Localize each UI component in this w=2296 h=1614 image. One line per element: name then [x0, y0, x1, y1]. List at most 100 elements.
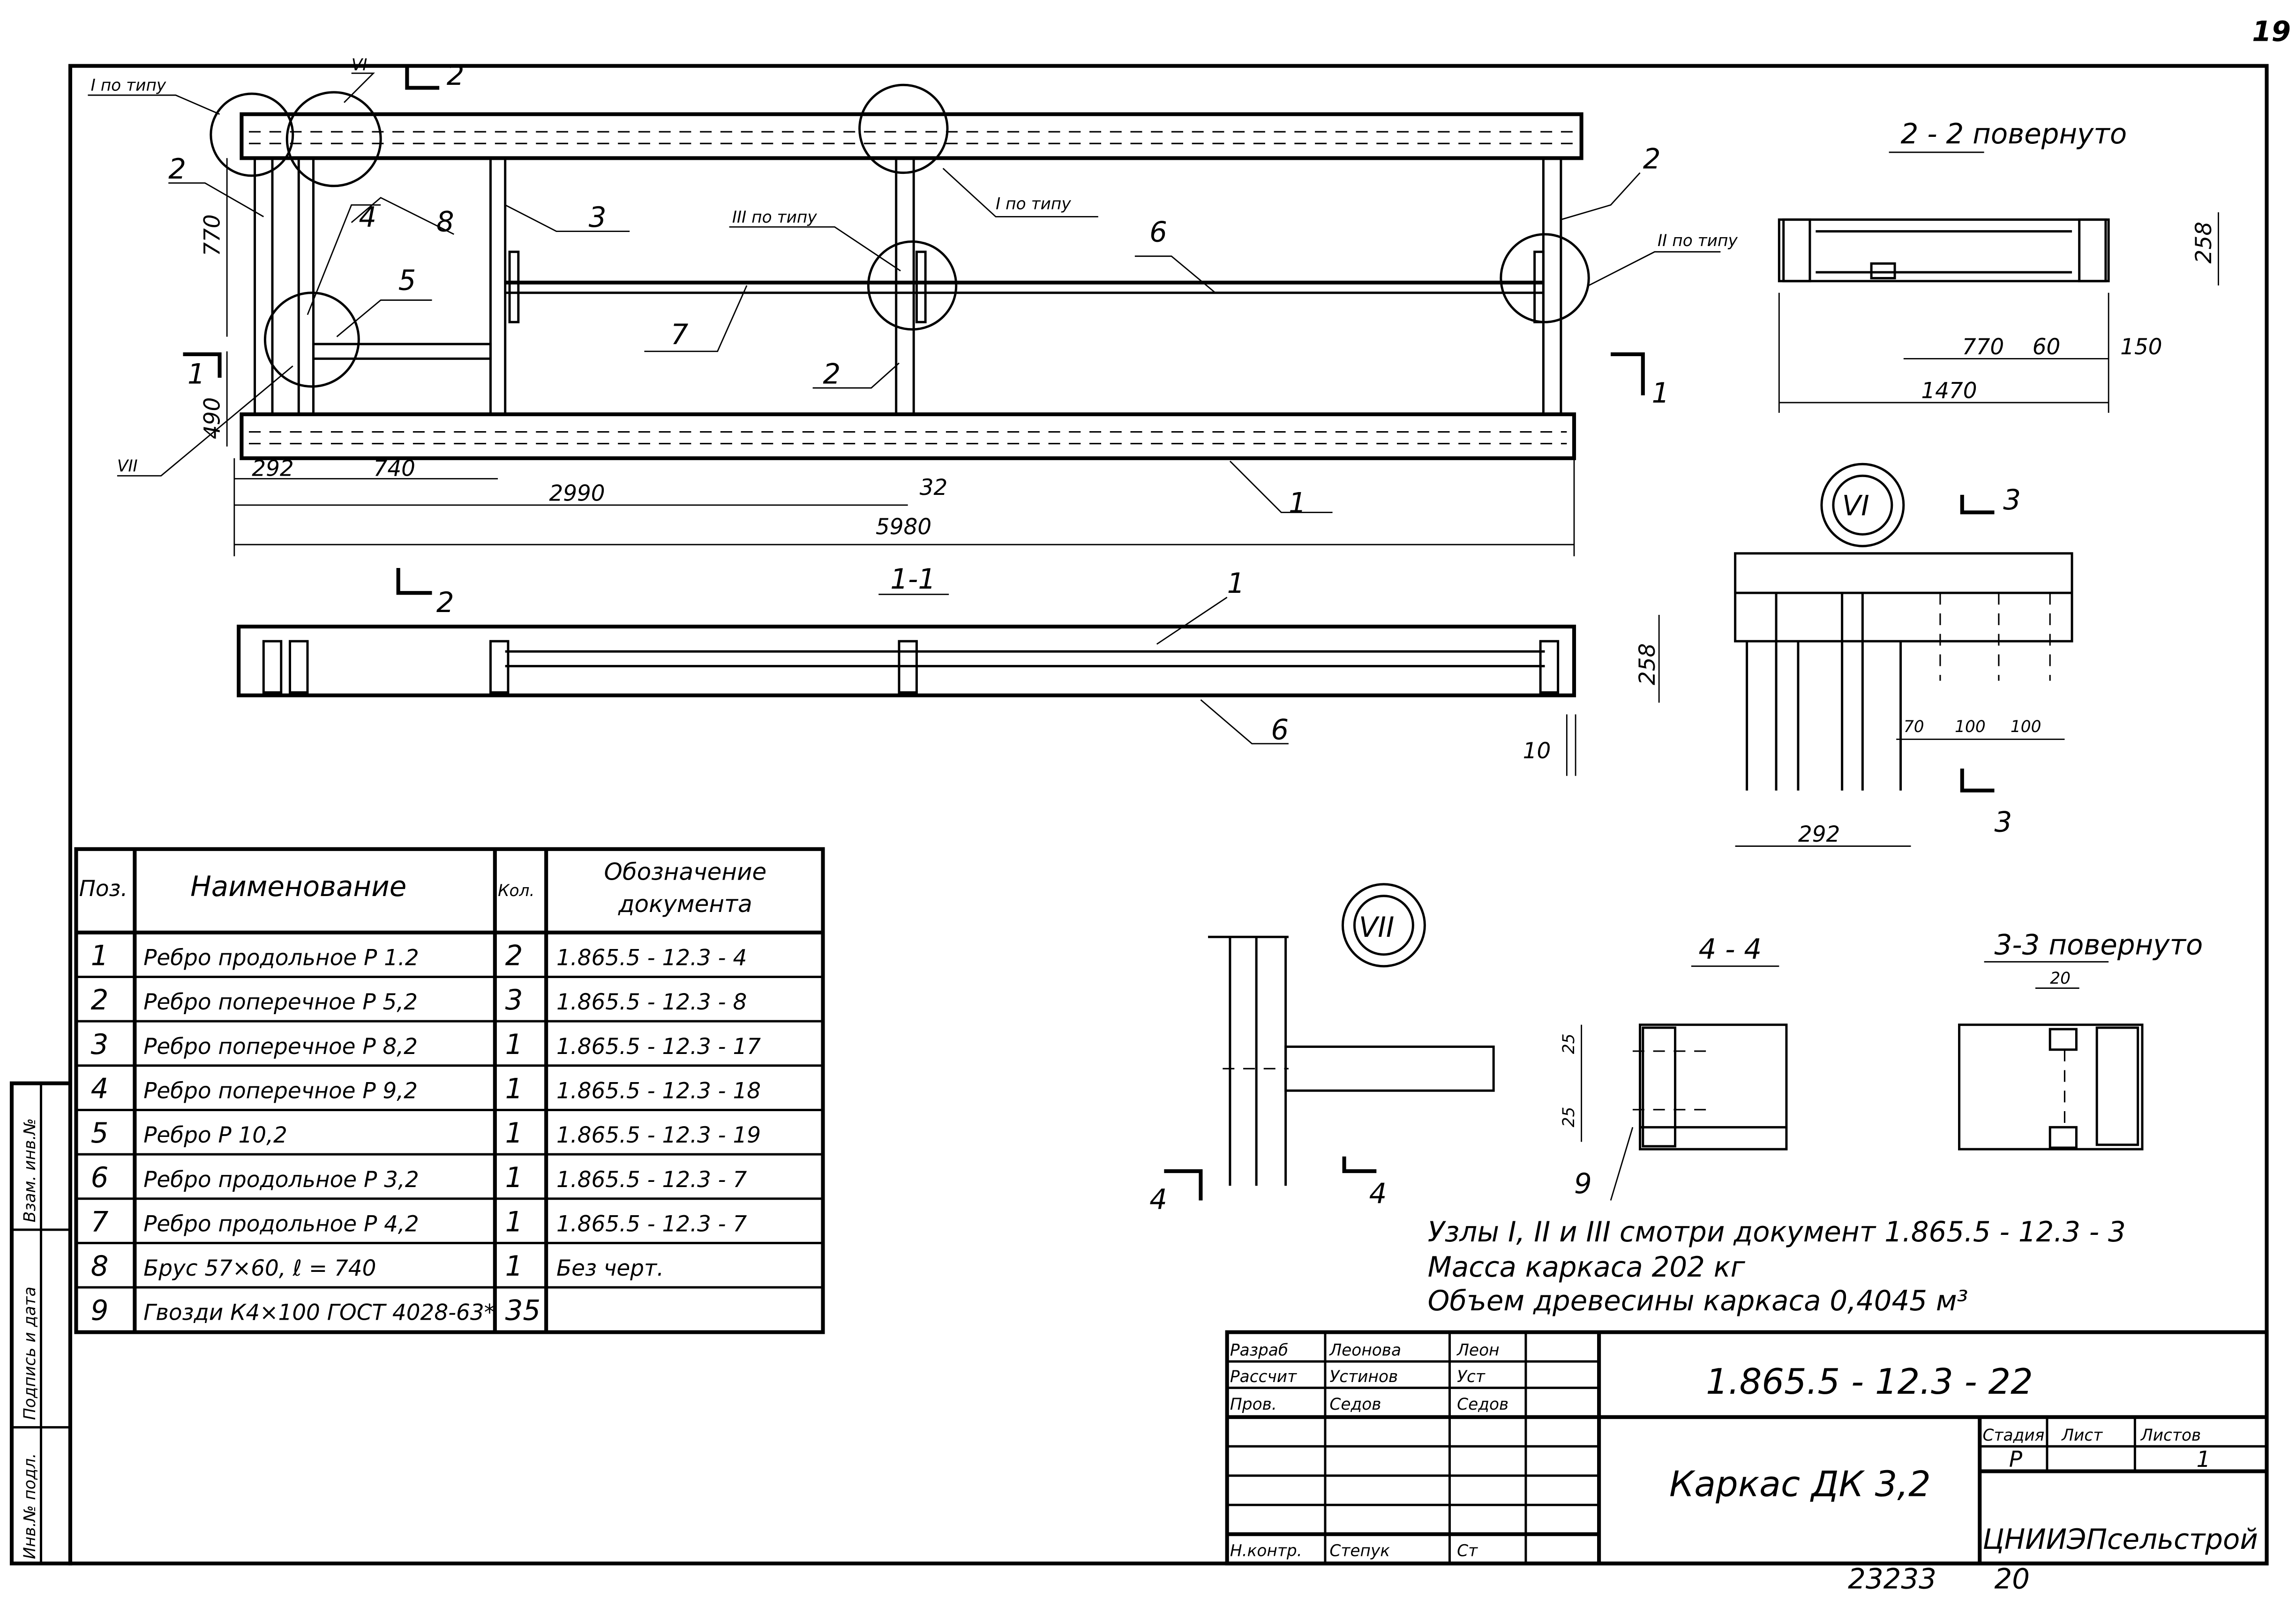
page-number: 19 — [2252, 15, 2291, 48]
pos-2c: 2 — [823, 358, 841, 390]
node-VI-mark3-bottom: 3 — [1995, 806, 2012, 838]
table-cell-qty: 1 — [505, 1117, 523, 1149]
note-mass: Масса каркаса 202 кг — [1428, 1251, 1746, 1283]
table-cell-name: Брус 57×60, ℓ = 740 — [143, 1256, 376, 1281]
signature-developer: Леон — [1456, 1341, 1499, 1360]
dim-770: 770 — [200, 214, 225, 256]
table-header-doc: Обозначение документа — [604, 858, 767, 918]
role-developer: Разраб — [1230, 1341, 1288, 1360]
section-3-3-dim20: 20 — [2050, 969, 2071, 988]
node-label-VI: VI — [352, 56, 368, 75]
table-cell-pos: 4 — [91, 1072, 109, 1105]
pos-6: 6 — [1149, 216, 1167, 248]
pos-1: 1 — [1289, 486, 1306, 519]
section-1-1-dim10: 10 — [1523, 739, 1551, 764]
section-4-4-dim25a: 25 — [1560, 1033, 1578, 1054]
table-cell-qty: 2 — [505, 940, 523, 972]
table-cell-name: Ребро поперечное Р 5,2 — [143, 990, 418, 1015]
note-volume: Объем древесины каркаса 0,4045 м³ — [1428, 1285, 1968, 1317]
title-block: Разраб Леонова Леон Рассчит Устинов Уст … — [1225, 1330, 2269, 1566]
section-1-1-title: 1-1 — [890, 563, 936, 595]
section-1-1: 1-1 1 6 258 10 — [237, 563, 1660, 776]
pos-5: 5 — [398, 264, 416, 297]
section-2-2: 2 - 2 повернуто 258 770 60 150 1470 — [1778, 118, 2219, 413]
table-cell-name: Гвозди К4×100 ГОСТ 4028-63* — [143, 1300, 495, 1326]
node-VII-title: VII — [1359, 911, 1395, 943]
table-cell-doc: 1.865.5 - 12.3 - 7 — [556, 1211, 747, 1237]
node-VII-mark4a: 4 — [1149, 1183, 1167, 1216]
dim-5980: 5980 — [876, 515, 931, 540]
table-cell-qty: 1 — [505, 1072, 523, 1105]
table-cell-qty: 3 — [505, 984, 523, 1016]
section-2-2-title: 2 - 2 повернуто — [1901, 118, 2127, 150]
table-cell-name: Ребро Р 10,2 — [143, 1123, 287, 1148]
inventory-number: 23233 — [1848, 1562, 1936, 1595]
section-2-2-dim770: 770 — [1962, 335, 2004, 360]
side-stamp: Инв.№ подл. Подпись и дата Взам. инв.№ — [9, 1081, 72, 1566]
section-2-2-dim150: 150 — [2120, 335, 2162, 360]
node-VI-dim70: 70 — [1904, 717, 1924, 736]
plan-view: I по типу VI I по типу III по типу II по… — [88, 56, 1738, 619]
node-VI-detail: VI 3 3 70 100 100 292 — [1734, 463, 2073, 847]
dim-490: 490 — [200, 397, 225, 439]
specification-table: Поз. Наименование Кол. Обозначение докум… — [74, 847, 825, 1334]
pos-7: 7 — [671, 318, 689, 351]
stamp-inv-original: Инв.№ подл. — [21, 1453, 39, 1559]
table-cell-doc: 1.865.5 - 12.3 - 18 — [556, 1078, 761, 1104]
node-label-I-type-b: I по типу — [996, 195, 1071, 214]
table-header-qty: Кол. — [498, 882, 534, 900]
section-2-2-dim258: 258 — [2191, 222, 2217, 263]
section-4-4: 4 - 4 25 25 9 — [1560, 933, 1788, 1201]
node-VI-title: VI — [1842, 490, 1869, 522]
name-calculated: Устинов — [1329, 1367, 1398, 1386]
dim-2990: 2990 — [549, 481, 605, 506]
table-cell-pos: 5 — [91, 1117, 109, 1149]
pos-2b: 2 — [1643, 142, 1661, 175]
name-norm-control: Степук — [1329, 1542, 1390, 1561]
dim-740: 740 — [374, 456, 415, 481]
table-cell-pos: 7 — [91, 1205, 109, 1238]
signature-checked: Седов — [1457, 1395, 1508, 1414]
drawing-title: Каркас ДК 3,2 — [1669, 1463, 1931, 1504]
role-calculated: Рассчит — [1230, 1367, 1297, 1386]
table-cell-name: Ребро поперечное Р 8,2 — [143, 1034, 418, 1060]
pos-4: 4 — [359, 201, 376, 233]
table-cell-doc: 1.865.5 - 12.3 - 4 — [556, 946, 747, 971]
role-checked: Пров. — [1230, 1395, 1277, 1414]
section-3-3: 3-3 повернуто 20 — [1958, 929, 2203, 1151]
table-cell-pos: 2 — [91, 984, 109, 1016]
section-4-4-pos9: 9 — [1574, 1167, 1592, 1200]
dim-292: 292 — [252, 456, 293, 481]
node-VII-mark4b: 4 — [1369, 1178, 1387, 1210]
stamp-signature-date: Подпись и дата — [21, 1286, 39, 1420]
table-header-name: Наименование — [190, 870, 406, 903]
table-cell-doc: 1.865.5 - 12.3 - 8 — [556, 990, 747, 1015]
stage-value: Р — [2009, 1447, 2023, 1472]
table-cell-pos: 3 — [91, 1028, 109, 1061]
node-VI-dim100b: 100 — [2011, 717, 2041, 736]
table-cell-doc: Без черт. — [556, 1256, 664, 1281]
node-VI-mark3-top: 3 — [2003, 484, 2021, 516]
section-4-4-title: 4 - 4 — [1699, 933, 1762, 965]
section-3-3-title: 3-3 повернуто — [1995, 929, 2203, 961]
table-cell-pos: 1 — [91, 940, 109, 972]
stage-label: Стадия — [1983, 1426, 2045, 1445]
note-nodes: Узлы I, II и III смотри документ 1.865.5… — [1428, 1216, 2126, 1248]
section-mark-1-right: 1 — [1652, 377, 1670, 409]
section-2-2-dim60: 60 — [2033, 335, 2061, 360]
table-cell-name: Ребро продольное Р 3,2 — [143, 1167, 419, 1193]
section-mark-1-left: 1 — [188, 358, 205, 390]
table-cell-pos: 9 — [91, 1294, 109, 1327]
table-cell-pos: 8 — [91, 1250, 109, 1282]
table-header-pos: Поз. — [79, 876, 128, 902]
section-1-1-pos1: 1 — [1227, 567, 1245, 599]
table-cell-name: Ребро продольное Р 4,2 — [143, 1211, 419, 1237]
dim-32: 32 — [920, 475, 948, 501]
